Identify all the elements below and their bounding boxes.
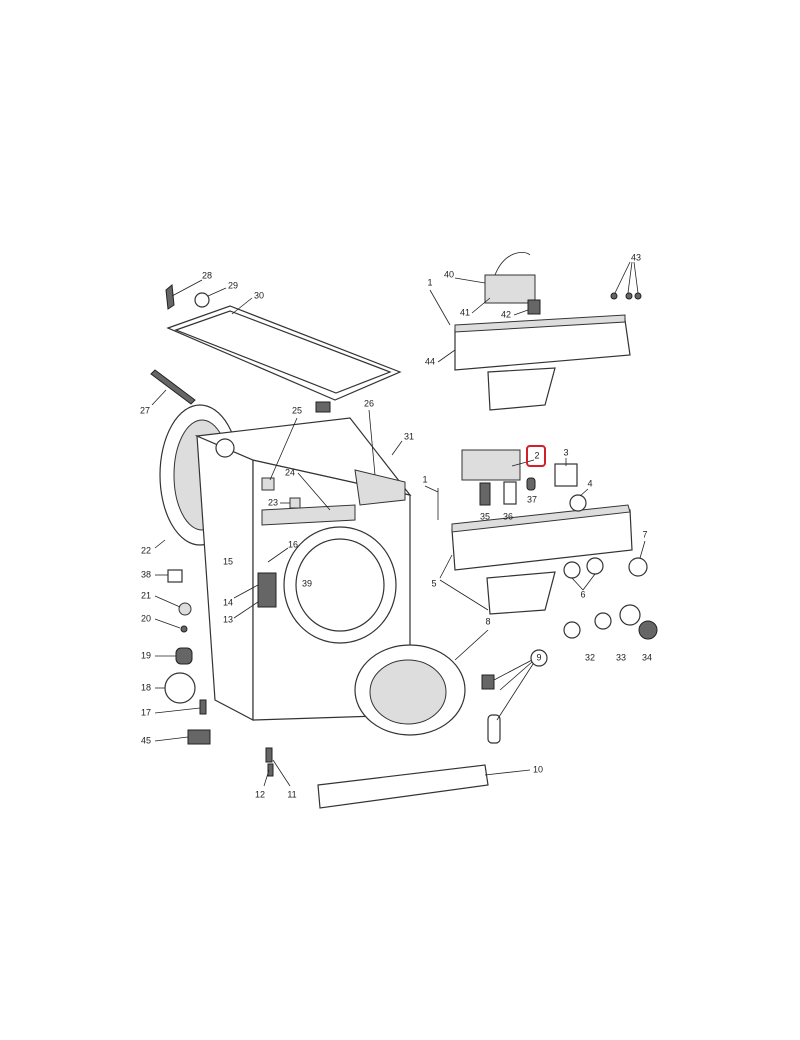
knob-6a [563,561,581,579]
label-29: 29 [228,280,238,290]
latch-9 [481,674,495,690]
rear-panel [354,469,406,506]
label-18: 18 [141,682,151,692]
pump-cover [164,672,196,704]
label-2: 2 [534,450,539,460]
label-1-upper: 1 [427,277,432,287]
label-21: 21 [141,590,151,600]
button-37 [526,477,536,491]
connector-42 [527,299,541,315]
label-36: 36 [503,511,513,521]
screw-43 [610,292,618,300]
door-hinge [257,572,277,608]
label-1-lower: 1 [422,474,427,484]
door-glass [369,659,447,725]
cap [194,292,210,308]
selector-33 [619,604,641,626]
light-pipe-36 [503,481,517,505]
label-10: 10 [533,764,543,774]
panel-lower-top [451,504,631,533]
detergent-sensor [261,477,275,491]
foot [199,699,207,715]
grommet [178,602,192,616]
front-crossbar [261,504,356,526]
label-5: 5 [431,578,436,588]
valve [315,401,331,413]
drawer-handle-upper [487,367,556,411]
label-45: 45 [141,735,151,745]
screw-43c [634,292,642,300]
wiring [494,252,531,276]
label-19: 19 [141,650,151,660]
pcb-upper [484,274,536,304]
kick-plate [317,764,489,809]
label-32: 32 [585,652,595,662]
label-40: 40 [444,269,454,279]
lid-hinge [165,284,175,310]
label-39: 39 [302,578,312,588]
pcb-main [461,449,521,481]
label-37: 37 [527,494,537,504]
front-opening-inner [295,538,385,632]
spring [265,747,273,763]
label-17: 17 [141,707,151,717]
label-44: 44 [425,356,435,366]
label-15: 15 [223,556,233,566]
hose [150,369,196,405]
knob-6b [586,557,604,575]
label-23: 23 [268,497,278,507]
drawer-handle-lower [486,571,556,615]
label-24: 24 [285,467,295,477]
label-25: 25 [292,405,302,415]
label-33: 33 [616,652,626,662]
knob-32a [563,621,581,639]
label-12: 12 [255,789,265,799]
label-26: 26 [364,398,374,408]
label-8: 8 [485,616,490,626]
label-27: 27 [140,405,150,415]
label-30: 30 [254,290,264,300]
knob-32b [594,612,612,630]
label-38: 38 [141,569,151,579]
label-28: 28 [202,270,212,280]
tub-port [215,438,235,458]
foot-bracket [187,729,211,745]
screw-43b [625,292,633,300]
highlight-box [526,445,546,467]
label-31: 31 [404,431,414,441]
label-35: 35 [480,511,490,521]
knob-7 [628,557,648,577]
knob-34 [638,620,658,640]
label-42: 42 [501,309,511,319]
top-lid-inner [174,310,392,394]
bolt [267,763,274,777]
label-3: 3 [563,447,568,457]
label-14: 14 [223,597,233,607]
filter [175,647,193,665]
panel-upper-top [454,314,626,333]
label-16: 16 [288,539,298,549]
label-43: 43 [631,252,641,262]
door-handle-9 [487,714,501,744]
label-41: 41 [460,307,470,317]
bracket-3 [554,463,578,487]
label-plate [167,569,183,583]
cabinet-side [196,435,254,721]
screw [180,625,188,633]
label-34: 34 [642,652,652,662]
label-13: 13 [223,614,233,624]
label-4: 4 [587,478,592,488]
label-20: 20 [141,613,151,623]
leader-lines [151,261,646,787]
label-22: 22 [141,545,151,555]
label-9: 9 [536,652,541,662]
label-11: 11 [287,789,296,799]
bracket [289,497,301,509]
label-6: 6 [580,589,585,599]
knob-ring-4 [569,494,587,512]
label-7: 7 [642,529,647,539]
light-pipe-35 [479,482,491,506]
label-9-circle [530,649,548,667]
